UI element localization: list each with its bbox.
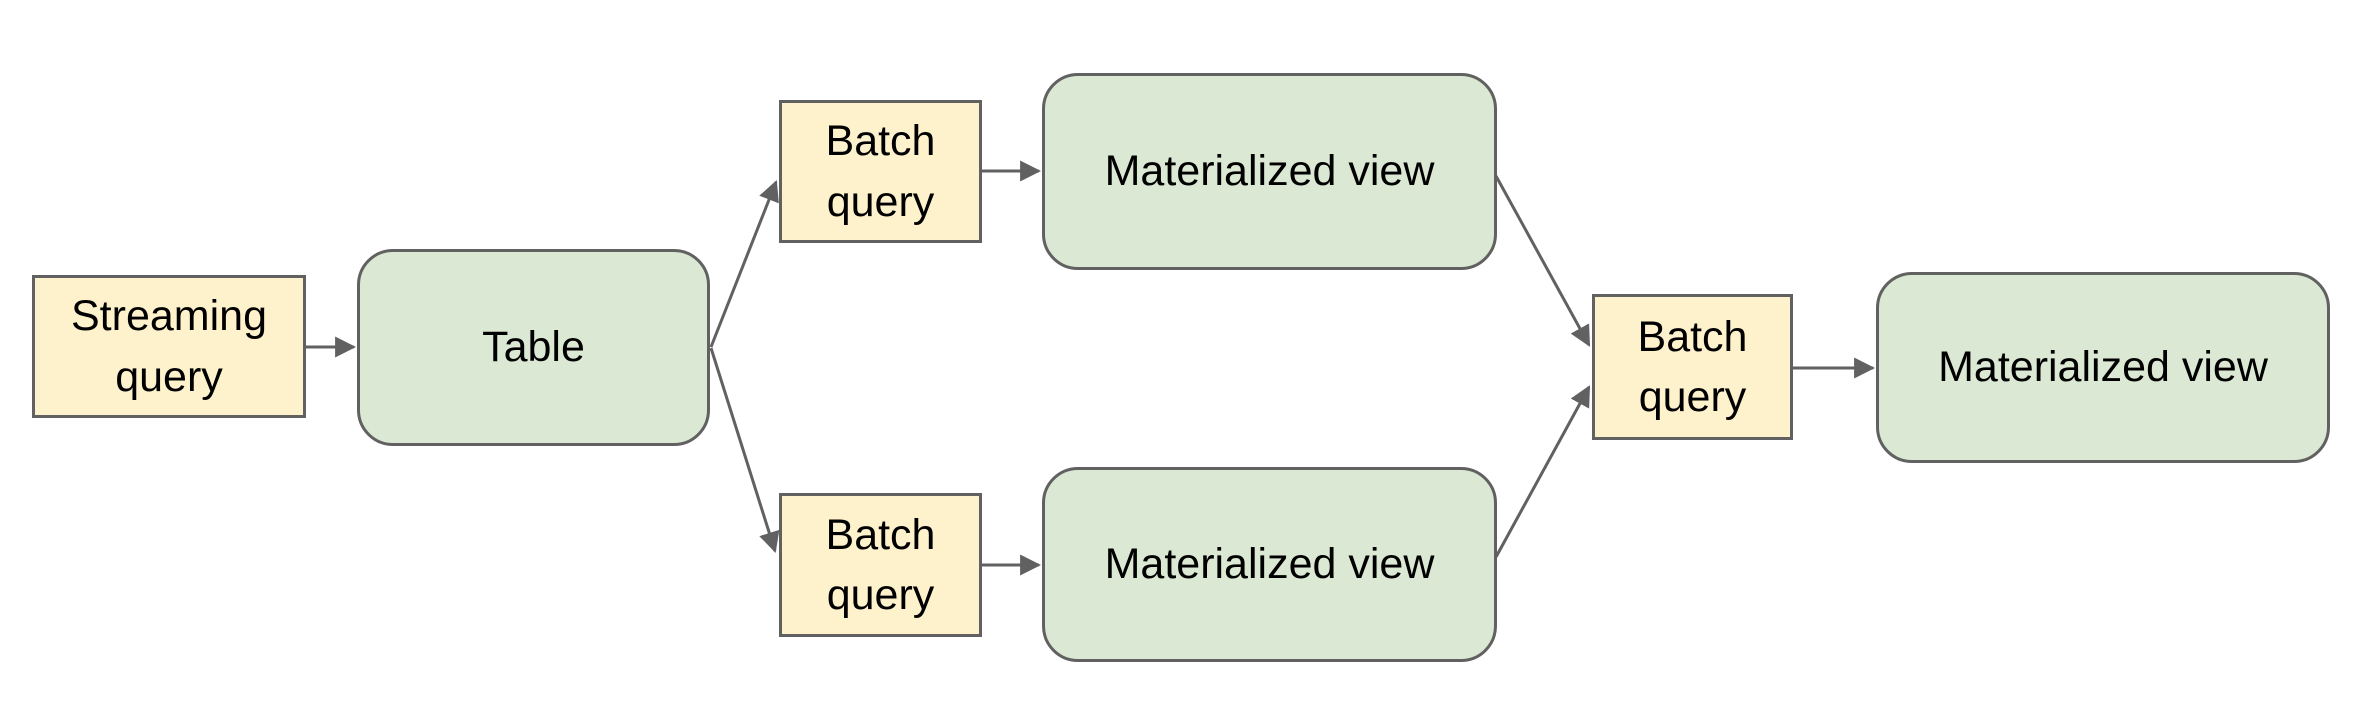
node-table: Table (357, 249, 710, 446)
node-table-label: Table (482, 323, 585, 372)
edge-materialized-view-bottom-to-batch-query-right (1494, 385, 1591, 558)
node-materialized-view-right: Materialized view (1876, 272, 2330, 463)
node-streaming-query-label: Streaming query (71, 292, 267, 401)
edge-table-to-batch-query-bottom (709, 347, 780, 554)
node-batch-query-top-label: Batch query (825, 117, 936, 226)
node-materialized-view-right-label: Materialized view (1938, 343, 2268, 392)
node-batch-query-right: Batch query (1592, 294, 1793, 440)
node-materialized-view-bottom-label: Materialized view (1104, 540, 1435, 589)
node-batch-query-top: Batch query (779, 100, 982, 243)
node-materialized-view-bottom: Materialized view (1042, 467, 1497, 662)
node-batch-query-bottom: Batch query (779, 493, 982, 637)
node-materialized-view-top-label: Materialized view (1104, 147, 1435, 196)
edge-materialized-view-top-to-batch-query-right (1494, 175, 1591, 347)
node-materialized-view-top: Materialized view (1042, 73, 1497, 270)
node-batch-query-right-label: Batch query (1637, 312, 1748, 421)
node-streaming-query: Streaming query (32, 275, 306, 418)
edge-table-to-batch-query-top (709, 180, 779, 348)
node-batch-query-bottom-label: Batch query (825, 510, 936, 619)
